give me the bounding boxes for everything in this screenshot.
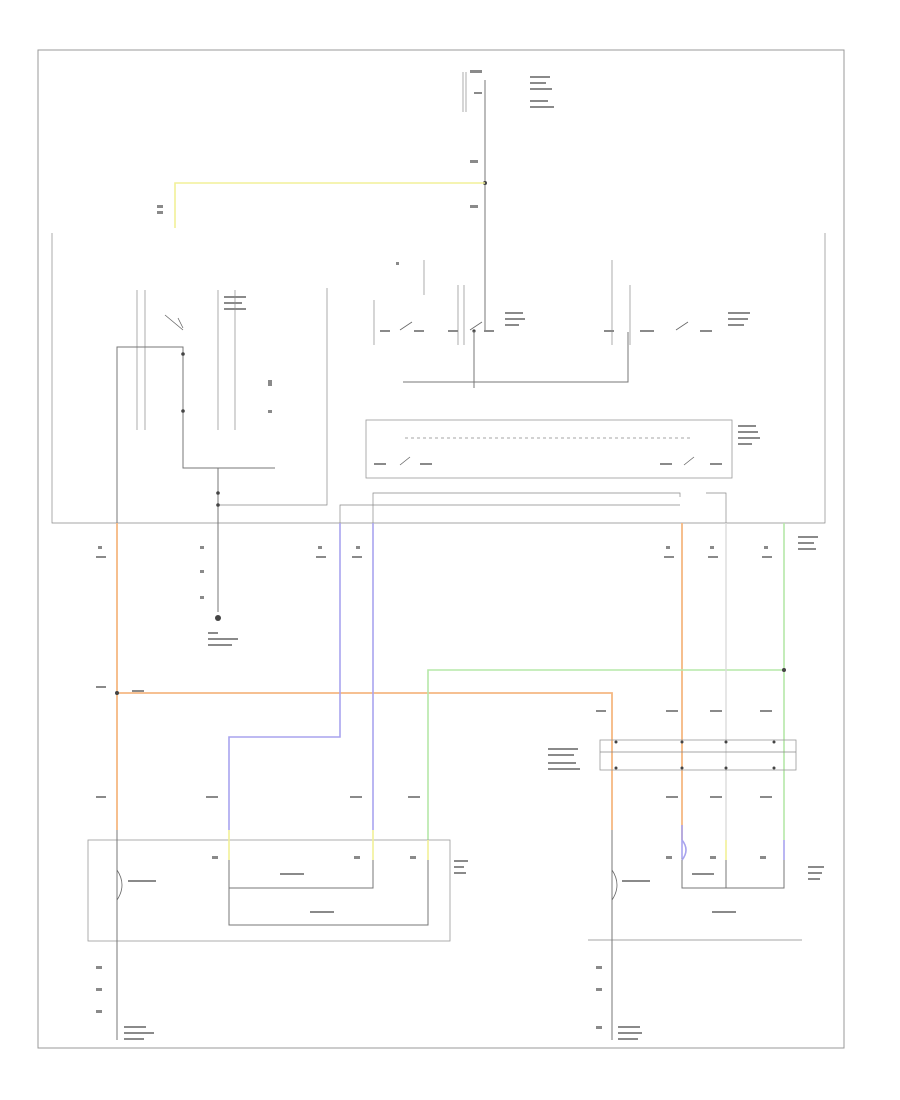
- yellow-wire: [174, 182, 485, 228]
- right-lamp-assembly: [588, 830, 824, 1040]
- upper-component-housing: [51, 233, 826, 524]
- splice-dot-green: [782, 668, 786, 672]
- diagram-border: [37, 49, 845, 1049]
- green-wire-cross: [427, 669, 784, 840]
- harness-connector-right: [548, 739, 797, 798]
- connector-wires: [339, 492, 727, 523]
- blue-wire-1: [228, 523, 341, 830]
- ground-lead-left: [200, 523, 238, 646]
- middle-switch-module: [373, 260, 629, 388]
- splice-dot-orange: [115, 691, 119, 695]
- left-switch-module: [116, 288, 328, 523]
- right-switch-module: [604, 260, 750, 345]
- lamp-stub-blue-right: [681, 839, 687, 861]
- orange-wire-cross: [117, 692, 613, 830]
- door-switch-box: [365, 419, 760, 479]
- wire-code-labels: [96, 536, 818, 798]
- left-lamp-assembly: [87, 830, 468, 1040]
- fuse-block-top: [462, 70, 554, 160]
